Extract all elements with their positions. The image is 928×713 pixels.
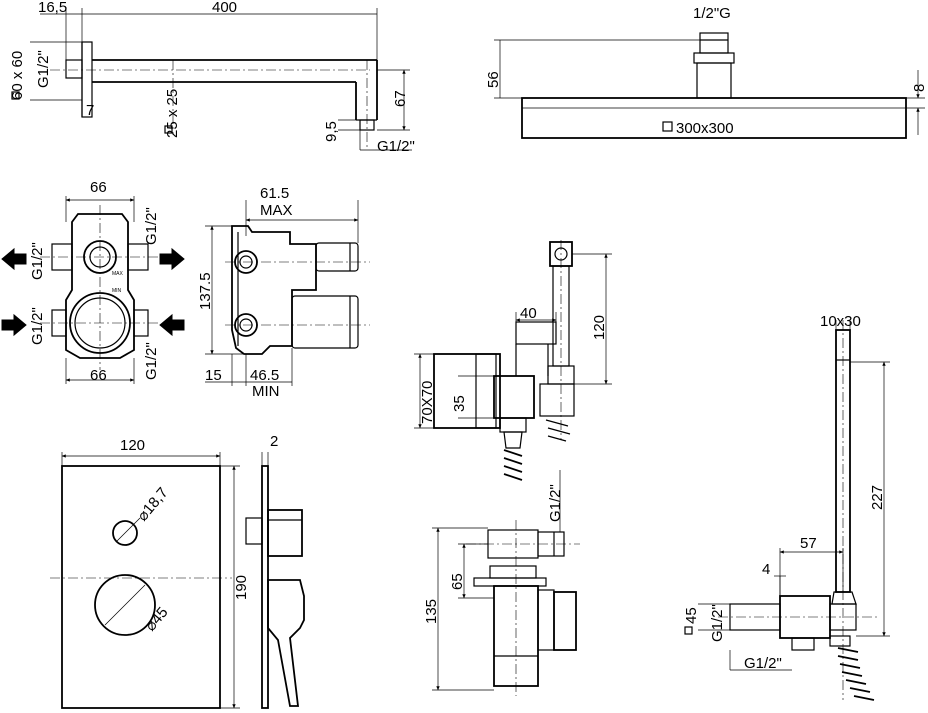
square-symbol-icon (684, 626, 693, 635)
engraving-max: MAX (112, 271, 124, 277)
showerhead-thread: 1/2"G (693, 5, 731, 22)
flange-size: 60 x 60 (9, 51, 26, 100)
outlet-plate: 70X70 (419, 381, 436, 424)
large-diameter: ⌀45 (142, 604, 172, 635)
valve-body-front: MAX MIN 66 66 G1/2" G1/2" G1/2" G1/2" (1, 179, 185, 384)
dim-9-5: 9,5 (323, 121, 340, 142)
max-label: MAX (260, 202, 293, 219)
outlet-thread: G1/2" (377, 138, 415, 155)
square-symbol-icon (11, 91, 20, 100)
showerhead-drawing: 1/2"G 56 8 300x300 (485, 5, 928, 139)
outflow-arrow-icon (1, 247, 27, 271)
inflow-arrow-icon (159, 313, 185, 337)
wall-outlet-drawing: 40 120 70X70 35 (414, 240, 612, 481)
dim-16-5: 16,5 (38, 0, 67, 16)
dim-57: 57 (800, 535, 817, 552)
valve-width-top: 66 (90, 179, 107, 196)
faceplate-thickness: 2 (270, 433, 278, 450)
inflow-arrow-icon (1, 313, 27, 337)
small-diameter: ⌀18,7 (134, 484, 172, 524)
elbow-flange: 45 (683, 607, 700, 624)
min-label: MIN (252, 383, 280, 400)
port-right-bottom: G1/2" (143, 342, 160, 380)
outlet-thread: G1/2" (547, 484, 564, 522)
showerhead-size: 300x300 (676, 120, 734, 137)
dim-40: 40 (520, 305, 537, 322)
faceplate-height: 190 (233, 575, 250, 600)
square-symbol-icon (164, 125, 173, 134)
outlet-side-drawing: G1/2" 65 135 (423, 470, 580, 696)
shower-arm-drawing: 16,5 400 60 x 60 G1/2" 7 25 x 25 9,5 67 … (9, 0, 415, 155)
elbow-thread-top: G1/2" (709, 604, 726, 642)
engraving-min: MIN (112, 288, 122, 294)
hand-shower-drawing: 10x30 227 57 4 45 G1/2" G1/2" (683, 313, 890, 701)
dim-15: 15 (205, 367, 222, 384)
inlet-thread: G1/2" (35, 50, 52, 88)
dim-56: 56 (485, 71, 502, 88)
dim-8: 8 (911, 84, 928, 92)
dim-67: 67 (392, 90, 409, 107)
port-right-top: G1/2" (143, 207, 160, 245)
port-left-bottom: G1/2" (29, 307, 46, 345)
elbow-thread-bottom: G1/2" (744, 655, 782, 672)
valve-depth-min: 46.5 (250, 367, 279, 384)
valve-body-side: 61.5 MAX 137.5 15 46.5 MIN (197, 185, 370, 400)
dim-4: 4 (762, 561, 770, 578)
faceplate-drawing: 120 2 ⌀18,7 ⌀45 190 (50, 433, 305, 709)
dim-35: 35 (451, 395, 468, 412)
dim-135: 135 (423, 599, 440, 624)
valve-height: 137.5 (197, 272, 214, 310)
hand-shower-length: 227 (869, 485, 886, 510)
outflow-arrow-icon (159, 247, 185, 271)
dim-65: 65 (449, 573, 466, 590)
handle-section: 10x30 (820, 313, 861, 330)
square-symbol-icon (662, 121, 673, 132)
dim-7: 7 (86, 102, 94, 119)
port-left-top: G1/2" (29, 242, 46, 280)
valve-width-bottom: 66 (90, 367, 107, 384)
valve-depth-max: 61.5 (260, 185, 289, 202)
dim-120: 120 (591, 315, 608, 340)
dim-400: 400 (212, 0, 237, 16)
faceplate-width: 120 (120, 437, 145, 454)
